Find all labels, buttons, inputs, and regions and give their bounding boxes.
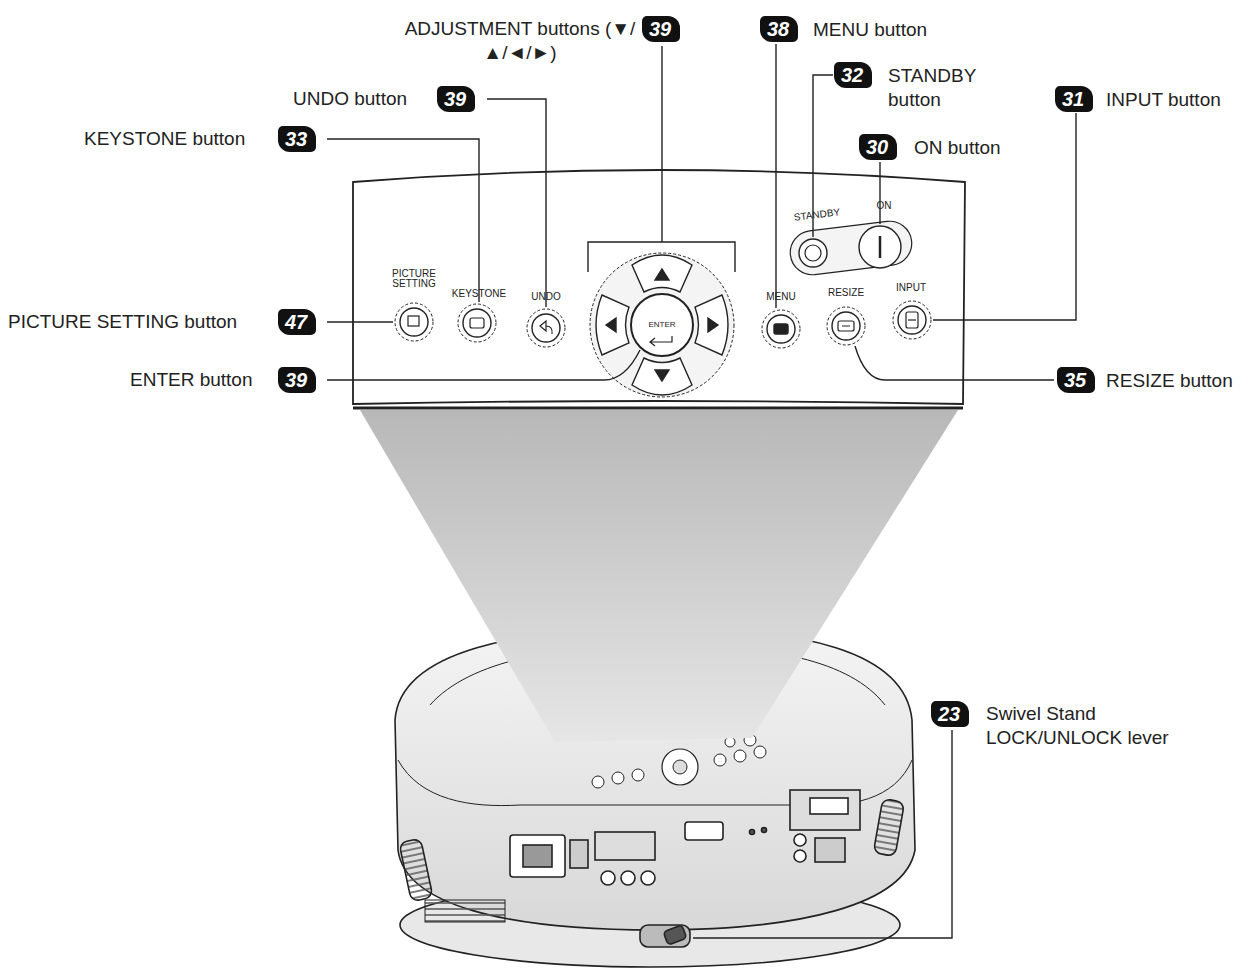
- part-label: KEYSTONE button: [84, 127, 245, 151]
- part-label: UNDO button: [293, 87, 407, 111]
- input-button: [893, 301, 931, 339]
- menu-button: [762, 310, 800, 348]
- control-panel: [353, 170, 965, 408]
- part-label: INPUT button: [1106, 88, 1221, 112]
- panel-text: ON: [877, 201, 892, 211]
- panel-text: ENTER: [648, 320, 675, 330]
- picture-setting-button: [395, 303, 433, 341]
- callout-number: 38: [760, 16, 798, 42]
- callout-number: 39: [642, 16, 680, 42]
- callout-number: 39: [278, 367, 316, 393]
- keystone-button: [458, 304, 496, 342]
- callout-number: 47: [278, 309, 316, 335]
- part-label: ENTER button: [130, 368, 253, 392]
- view-beam: [360, 410, 958, 742]
- part-label: PICTURE SETTING button: [8, 310, 237, 334]
- panel-text: INPUT: [896, 283, 926, 293]
- part-label: ON button: [914, 136, 1001, 160]
- callout-number: 32: [834, 62, 872, 88]
- leader-lines: [327, 44, 1076, 938]
- callout-number: 23: [931, 701, 969, 727]
- part-label: STANDBY button: [888, 64, 998, 112]
- panel-buttons: [395, 219, 931, 397]
- part-label: RESIZE button: [1106, 369, 1233, 393]
- panel-text: KEYSTONE: [452, 289, 506, 299]
- part-label: ADJUSTMENT buttons (▼/▲/◄/►): [402, 17, 638, 65]
- panel-text: PICTURE SETTING: [390, 269, 438, 289]
- resize-button: [827, 307, 865, 345]
- adjustment-pad: [590, 253, 734, 397]
- callout-number: 39: [437, 86, 475, 112]
- callout-number: 30: [859, 134, 897, 160]
- callout-number: 35: [1057, 367, 1095, 393]
- callout-number: 31: [1055, 86, 1093, 112]
- panel-text: UNDO: [531, 292, 560, 302]
- part-label: MENU button: [813, 18, 927, 42]
- power-buttons: [788, 219, 914, 278]
- panel-text: RESIZE: [828, 288, 864, 298]
- part-label: Swivel Stand LOCK/UNLOCK lever: [986, 702, 1191, 750]
- panel-text: STANDBY: [793, 207, 840, 223]
- undo-button: [527, 309, 565, 347]
- panel-text: MENU: [766, 292, 795, 302]
- callout-number: 33: [278, 126, 316, 152]
